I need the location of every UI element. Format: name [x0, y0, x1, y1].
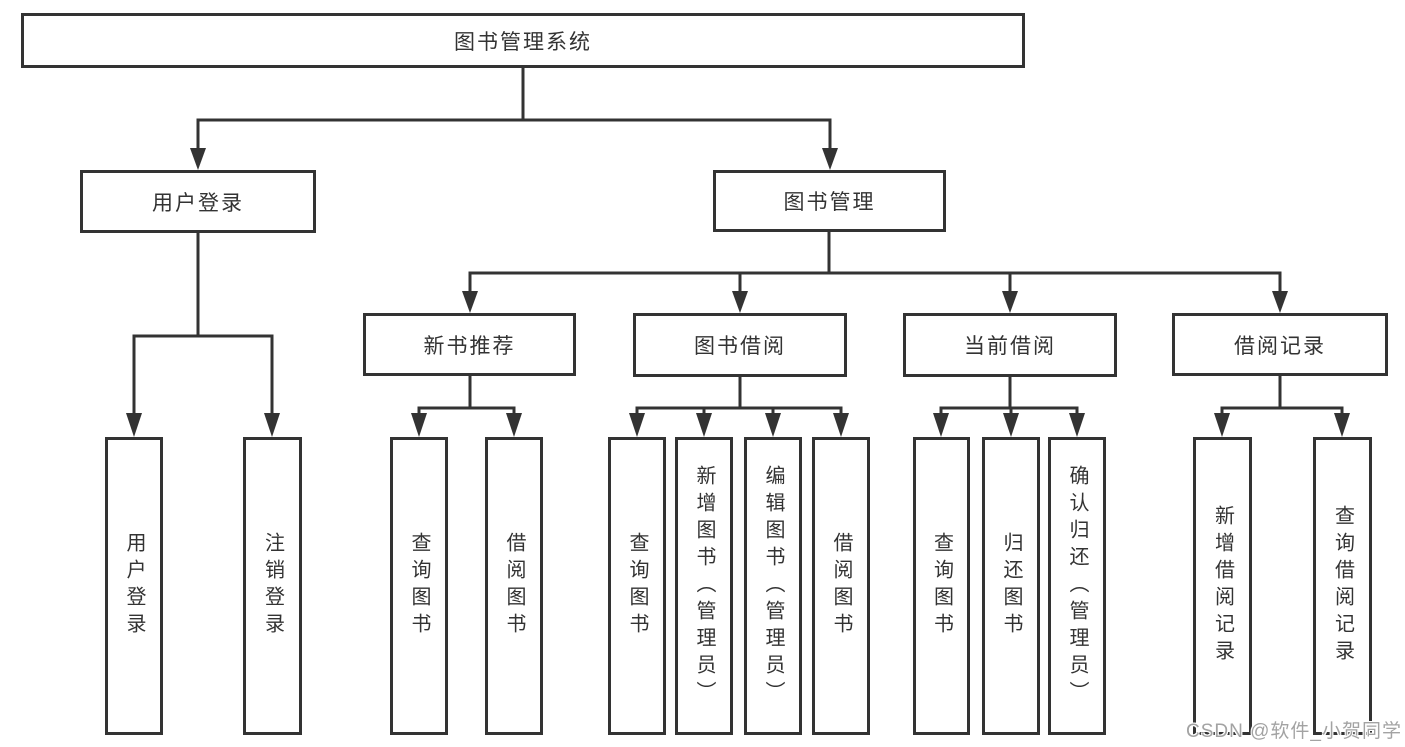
csdn-watermark: CSDN @软件_小贺同学: [1186, 721, 1402, 742]
node-label: 图书管理: [783, 191, 876, 214]
node-label: 借阅记录: [1234, 334, 1326, 358]
leaf-label: 归还图书: [1000, 532, 1022, 640]
leaf-add-borrow-record: 新增借阅记录: [1193, 437, 1252, 735]
leaf-label: 编辑图书（管理员）: [762, 464, 784, 708]
leaf-label: 借阅图书: [830, 532, 852, 640]
leaf-label: 新增图书（管理员）: [693, 464, 715, 708]
leaf-label: 新增借阅记录: [1211, 505, 1234, 667]
leaf-label: 确认归还（管理员）: [1066, 464, 1088, 708]
leaf-label: 查询借阅记录: [1331, 505, 1354, 667]
leaf-query-books-current: 查询图书: [913, 437, 970, 735]
node-user-login: 用户登录: [80, 170, 316, 233]
node-book-borrowing: 图书借阅: [633, 313, 847, 377]
node-library-management-system: 图书管理系统: [21, 13, 1025, 68]
node-new-book-recommendation: 新书推荐: [363, 313, 576, 376]
node-label: 新书推荐: [423, 334, 516, 358]
leaf-query-borrow-record: 查询借阅记录: [1313, 437, 1372, 735]
node-label: 图书管理系统: [454, 30, 592, 54]
leaf-return-books: 归还图书: [982, 437, 1040, 735]
leaf-logout: 注销登录: [243, 437, 302, 735]
node-label: 当前借阅: [964, 335, 1056, 358]
node-label: 图书借阅: [694, 335, 786, 358]
leaf-user-login: 用户登录: [105, 437, 163, 735]
leaf-borrow-books-recommend: 借阅图书: [485, 437, 543, 735]
node-current-borrowing: 当前借阅: [903, 313, 1117, 377]
leaf-query-books-borrow: 查询图书: [608, 437, 666, 735]
node-book-management: 图书管理: [713, 170, 946, 232]
leaf-add-book-admin: 新增图书（管理员）: [675, 437, 733, 735]
leaf-label: 查询图书: [408, 532, 430, 640]
leaf-label: 注销登录: [261, 532, 284, 640]
node-borrowing-records: 借阅记录: [1172, 313, 1388, 376]
leaf-label: 借阅图书: [503, 532, 525, 640]
leaf-label: 查询图书: [930, 532, 953, 640]
leaf-confirm-return-admin: 确认归还（管理员）: [1048, 437, 1106, 735]
leaf-label: 用户登录: [123, 532, 145, 640]
leaf-label: 查询图书: [626, 532, 648, 640]
node-label: 用户登录: [152, 191, 244, 215]
leaf-query-books-recommend: 查询图书: [390, 437, 448, 735]
leaf-edit-book-admin: 编辑图书（管理员）: [744, 437, 802, 735]
leaf-borrow-books: 借阅图书: [812, 437, 870, 735]
